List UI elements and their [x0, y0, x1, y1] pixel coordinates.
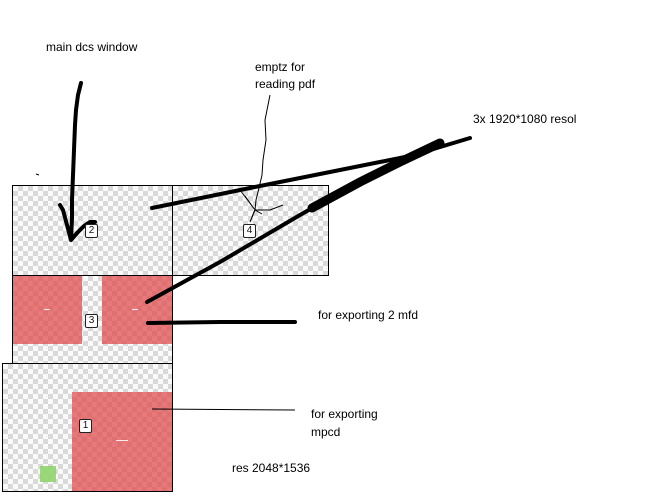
stray-mark: [35, 173, 40, 176]
mpcd-dash: [116, 440, 128, 441]
pdf-label-line2: reading pdf: [255, 77, 316, 91]
monitor-4-top-right: [172, 185, 329, 276]
main-dcs-window-label: main dcs window: [46, 40, 138, 54]
pdf-pointer-line: [251, 94, 271, 218]
main-window-arrow: [58, 81, 97, 242]
mfd-left-dash: [44, 309, 50, 310]
mfd-right-dash: [132, 309, 138, 310]
mfd-line: [146, 320, 297, 325]
green-marker: [40, 466, 56, 482]
mfd-export-label: for exporting 2 mfd: [318, 308, 419, 322]
monitor-2-number: 2: [85, 224, 98, 238]
monitor-3-number: 3: [85, 314, 98, 328]
mpcd-label-line2: mpcd: [311, 425, 341, 439]
monitor-1-number: 1: [79, 419, 92, 433]
monitor-4-number: 4: [243, 224, 256, 238]
mpcd-line: [151, 408, 296, 411]
pdf-label-line1: emptz for: [255, 60, 306, 74]
mfd-right-export-area: [102, 276, 172, 344]
mpcd-label-line1: for exporting: [311, 407, 378, 421]
mfd-left-export-area: [13, 276, 82, 344]
pdf-pointer-fan: [239, 189, 284, 223]
mpcd-export-area: [72, 392, 172, 491]
bottom-resolution-label: res 2048*1536: [232, 461, 311, 475]
triple-resolution-label: 3x 1920*1080 resol: [473, 112, 577, 126]
res-line-to-monitor-3: [145, 141, 442, 304]
